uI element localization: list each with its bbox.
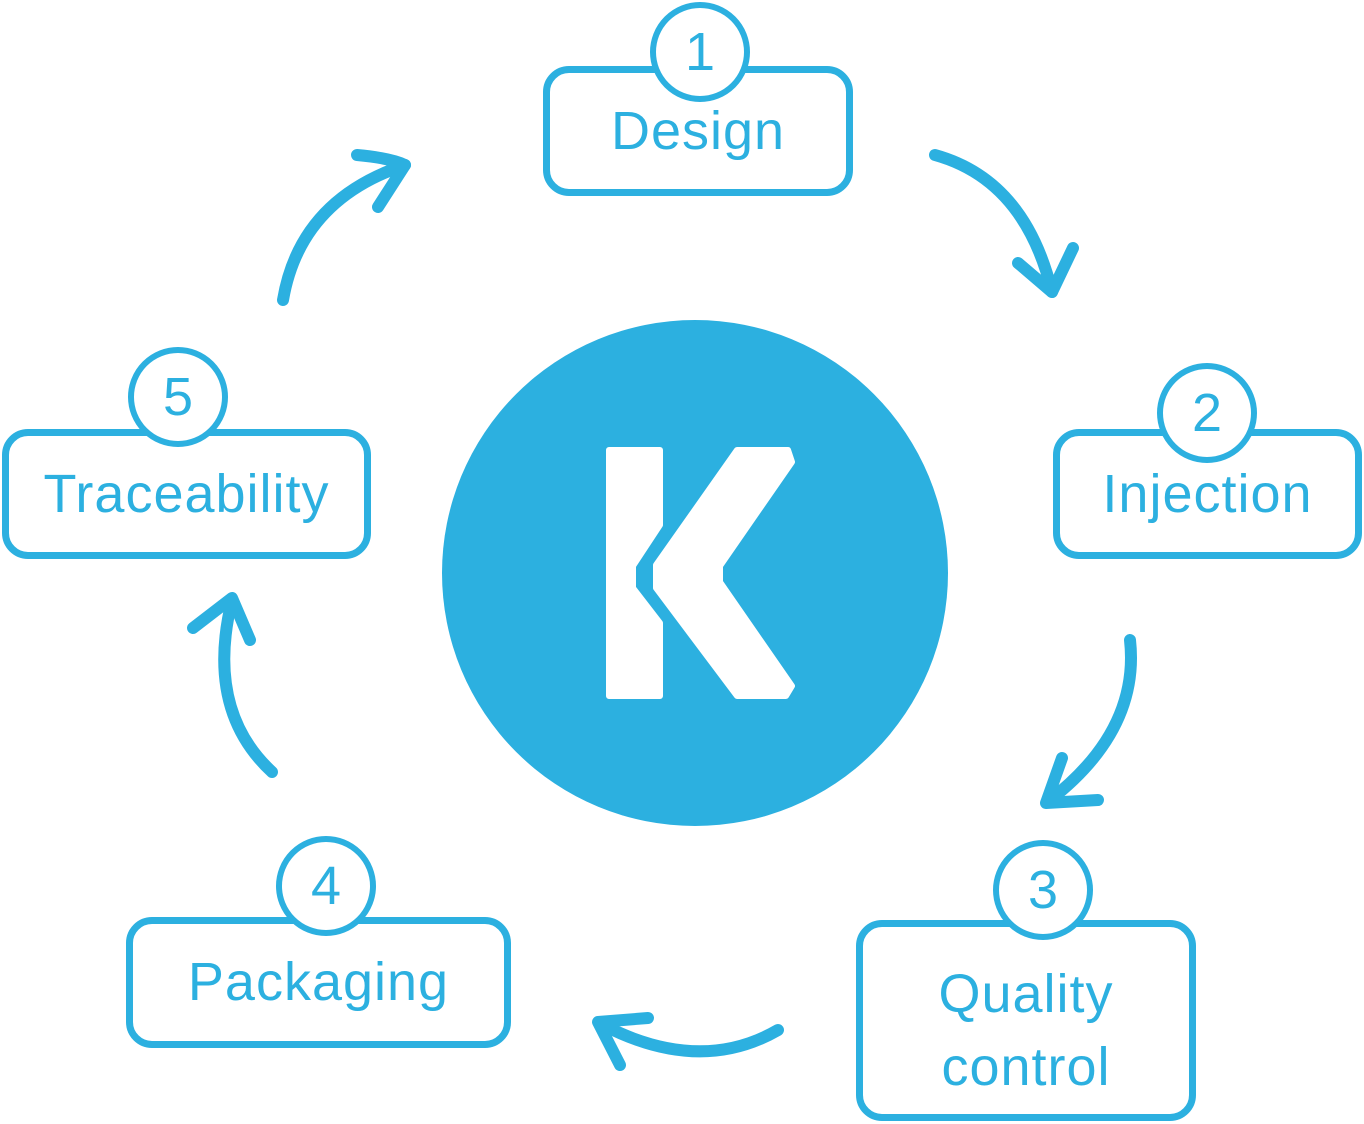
k-logo-icon xyxy=(606,447,795,699)
step-box-packaging: Packaging xyxy=(126,917,511,1048)
step-number-badge: 4 xyxy=(276,836,376,936)
step-number-badge: 2 xyxy=(1157,363,1257,463)
step-label: Traceability xyxy=(43,463,330,524)
step-label: Packaging xyxy=(187,952,450,1013)
step-label: Design xyxy=(610,100,786,161)
arrow-packaging-to-traceability xyxy=(187,592,278,778)
step-box-quality-control: Quality control xyxy=(856,920,1196,1121)
arrow-injection-to-quality xyxy=(1040,634,1137,809)
step-number-badge: 1 xyxy=(650,2,750,102)
step-box-design: Design xyxy=(543,66,853,196)
arrow-design-to-injection xyxy=(929,149,1079,298)
step-number-badge: 3 xyxy=(993,840,1093,940)
arrow-quality-to-packaging xyxy=(592,1012,784,1071)
step-box-traceability: Traceability xyxy=(2,429,371,559)
step-label: Quality control xyxy=(938,963,1114,1097)
arrow-traceability-to-design xyxy=(277,149,411,306)
step-box-injection: Injection xyxy=(1053,429,1362,559)
step-label: Injection xyxy=(1102,463,1313,524)
step-number-badge: 5 xyxy=(128,347,228,447)
